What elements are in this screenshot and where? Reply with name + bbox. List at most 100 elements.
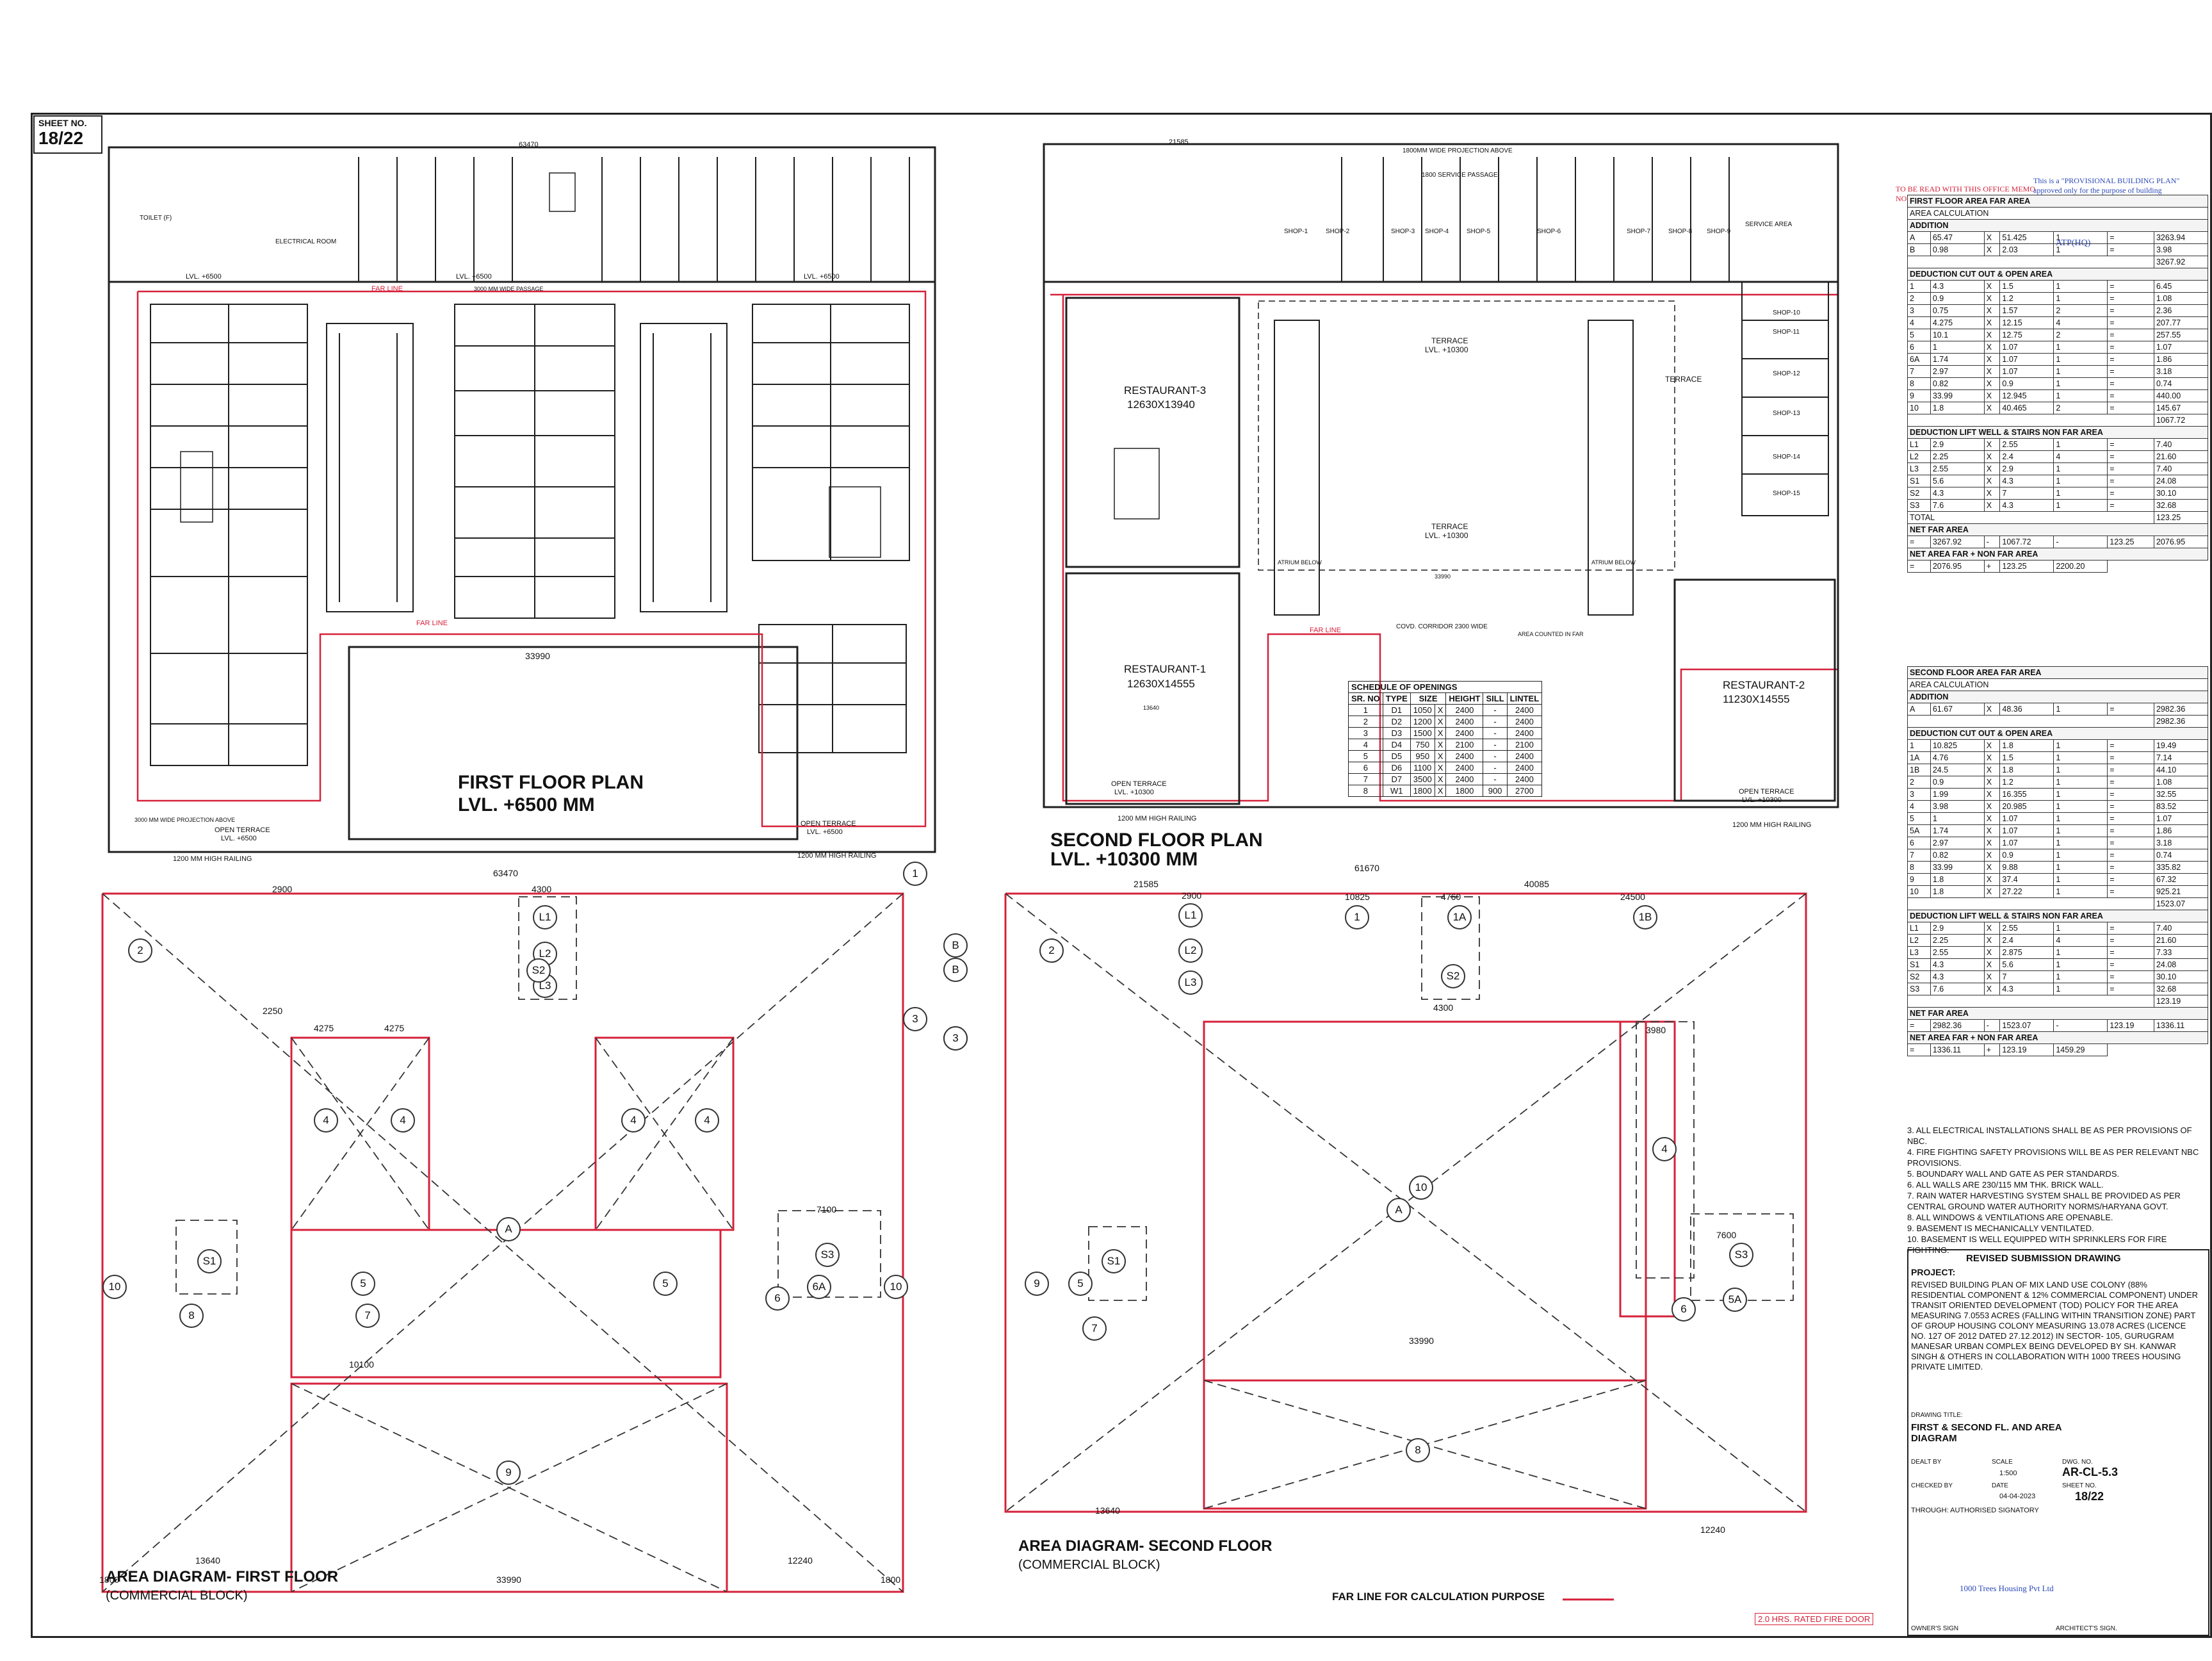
second-floor-plan-title: SECOND FLOOR PLAN [1050,830,1263,851]
area-tag: 5 [351,1272,375,1296]
as-dim-12240: 12240 [1700,1525,1725,1535]
first-floor-plan [108,146,1160,853]
area-tag: 5A [1723,1288,1747,1312]
af-dim-4275b: 4275 [384,1023,405,1033]
sheet-no-label-tb: SHEET NO. [2062,1482,2097,1489]
company-stamp: 1000 Trees Housing Pvt Ltd [1960,1583,2054,1593]
drawing-title-label: DRAWING TITLE: [1911,1412,1963,1419]
first-floor-plan-title: FIRST FLOOR PLAN [458,772,644,793]
area-tag: 4 [695,1108,719,1133]
restaurant-3-size: 12630X13940 [1127,398,1195,411]
area-tag: 10 [102,1275,127,1299]
area-tag: A [496,1217,521,1241]
area-tag: 4 [391,1108,415,1133]
checked-by: CHECKED BY [1911,1482,1953,1489]
second-plan-shop-11: SHOP-11 [1773,329,1800,336]
second-floor-atria [1274,320,1634,616]
schedule-title: SCHEDULE OF OPENINGS [1347,681,1543,693]
terrace-label-3: TERRACE [1665,375,1702,384]
af-dim-10100: 10100 [349,1359,374,1370]
af-dim-13640: 13640 [195,1555,220,1566]
terrace-label-2: TERRACE [1431,522,1468,531]
far-calc-row: AREA CALCULATION [1907,678,2208,691]
note-item: 8. ALL WINDOWS & VENTILATIONS ARE OPENAB… [1907,1213,2113,1222]
dealt-by: DEALT BY [1911,1459,1942,1466]
note-item: 9. BASEMENT IS MECHANICALLY VENTILATED. [1907,1223,2094,1233]
note-item: 5. BOUNDARY WALL AND GATE AS PER STANDAR… [1907,1169,2120,1179]
as-dim-21585: 21585 [1134,879,1159,889]
far-line-calc-legend: FAR LINE FOR CALCULATION PURPOSE [1332,1591,1545,1603]
terrace-lvl-2: LVL. +10300 [1425,531,1468,540]
second-plan-open-terrace: OPEN TERRACE [1111,780,1167,788]
second-plan-service-passage: 1800 SERVICE PASSAGE [1422,172,1498,179]
first-plan-projection: 3000 MM WIDE PROJECTION ABOVE [134,817,236,823]
restaurant-1-label: RESTAURANT-1 [1124,663,1207,675]
area-tag: 9 [496,1461,521,1485]
title-block: REVISED SUBMISSION DRAWING PROJECT: REVI… [1907,1249,2209,1636]
first-plan-toilet: TOILET (F) [140,215,172,222]
far-lift-title-row: DEDUCTION LIFT WELL & STAIRS NON FAR ARE… [1907,910,2208,922]
far-net-title-row: NET FAR AREA [1907,523,2208,536]
second-plan-shop-9: SHOP-9 [1707,228,1731,235]
area-tag: 7 [355,1304,380,1328]
first-plan-far-line-label-2: FAR LINE [416,619,448,627]
note-item: 6. ALL WALLS ARE 230/115 MM THK. BRICK W… [1907,1180,2104,1190]
far-lines [101,290,1839,1593]
area-tag: 10 [884,1275,908,1299]
af-dim-4300: 4300 [532,884,552,894]
first-plan-far-line-label: FAR LINE [371,285,403,293]
area-tag: 7 [1082,1316,1107,1341]
far-net-title-row: NET FAR AREA [1907,1007,2208,1020]
area-tag: B [943,933,968,958]
second-plan-corridor: COVD. CORRIDOR 2300 WIDE [1396,623,1488,630]
second-plan-shop-15: SHOP-15 [1773,490,1800,497]
second-plan-shop-6: SHOP-6 [1537,228,1561,235]
first-plan-open-terrace-lvl-2: LVL. +6500 [807,828,843,836]
area-tag: 1A [1447,905,1472,929]
as-dim-7600: 7600 [1716,1230,1737,1240]
first-floor-top-shops [358,157,910,282]
as-dim-4760: 4760 [1441,892,1461,902]
second-floor-side-shops [1741,281,1829,516]
area-tag: 4 [1652,1137,1677,1161]
first-plan-railing-2: 1200 MM HIGH RAILING [797,852,877,860]
second-plan-railing-2: 1200 MM HIGH RAILING [1732,821,1812,829]
af-dim-33990: 33990 [496,1575,521,1585]
far-sum-title-row: NET AREA FAR + NON FAR AREA [1907,548,2208,560]
far-lift-title-row: DEDUCTION LIFT WELL & STAIRS NON FAR ARE… [1907,426,2208,439]
project-text: REVISED BUILDING PLAN OF MIX LAND USE CO… [1911,1280,2199,1371]
second-plan-shop-12: SHOP-12 [1773,370,1800,377]
area-tag: 3 [903,1007,927,1031]
area-diagram-second-sub: (COMMERCIAL BLOCK) [1018,1558,1160,1572]
first-plan-lvl-right: LVL. +6500 [804,273,840,281]
far-add-total-row: 2982.36 [1907,715,2209,728]
as-dim-2900: 2900 [1182,890,1202,901]
second-plan-open-terrace-lvl-2: LVL. +10300 [1742,796,1782,804]
area-tag: B [943,958,968,982]
second-plan-railing: 1200 MM HIGH RAILING [1118,815,1197,822]
area-diagram-first [102,893,904,1592]
area-tag: S3 [1729,1243,1753,1267]
as-dim-top: 61670 [1354,863,1379,873]
area-tag: L1 [533,905,557,929]
first-floor-outline [108,146,936,853]
